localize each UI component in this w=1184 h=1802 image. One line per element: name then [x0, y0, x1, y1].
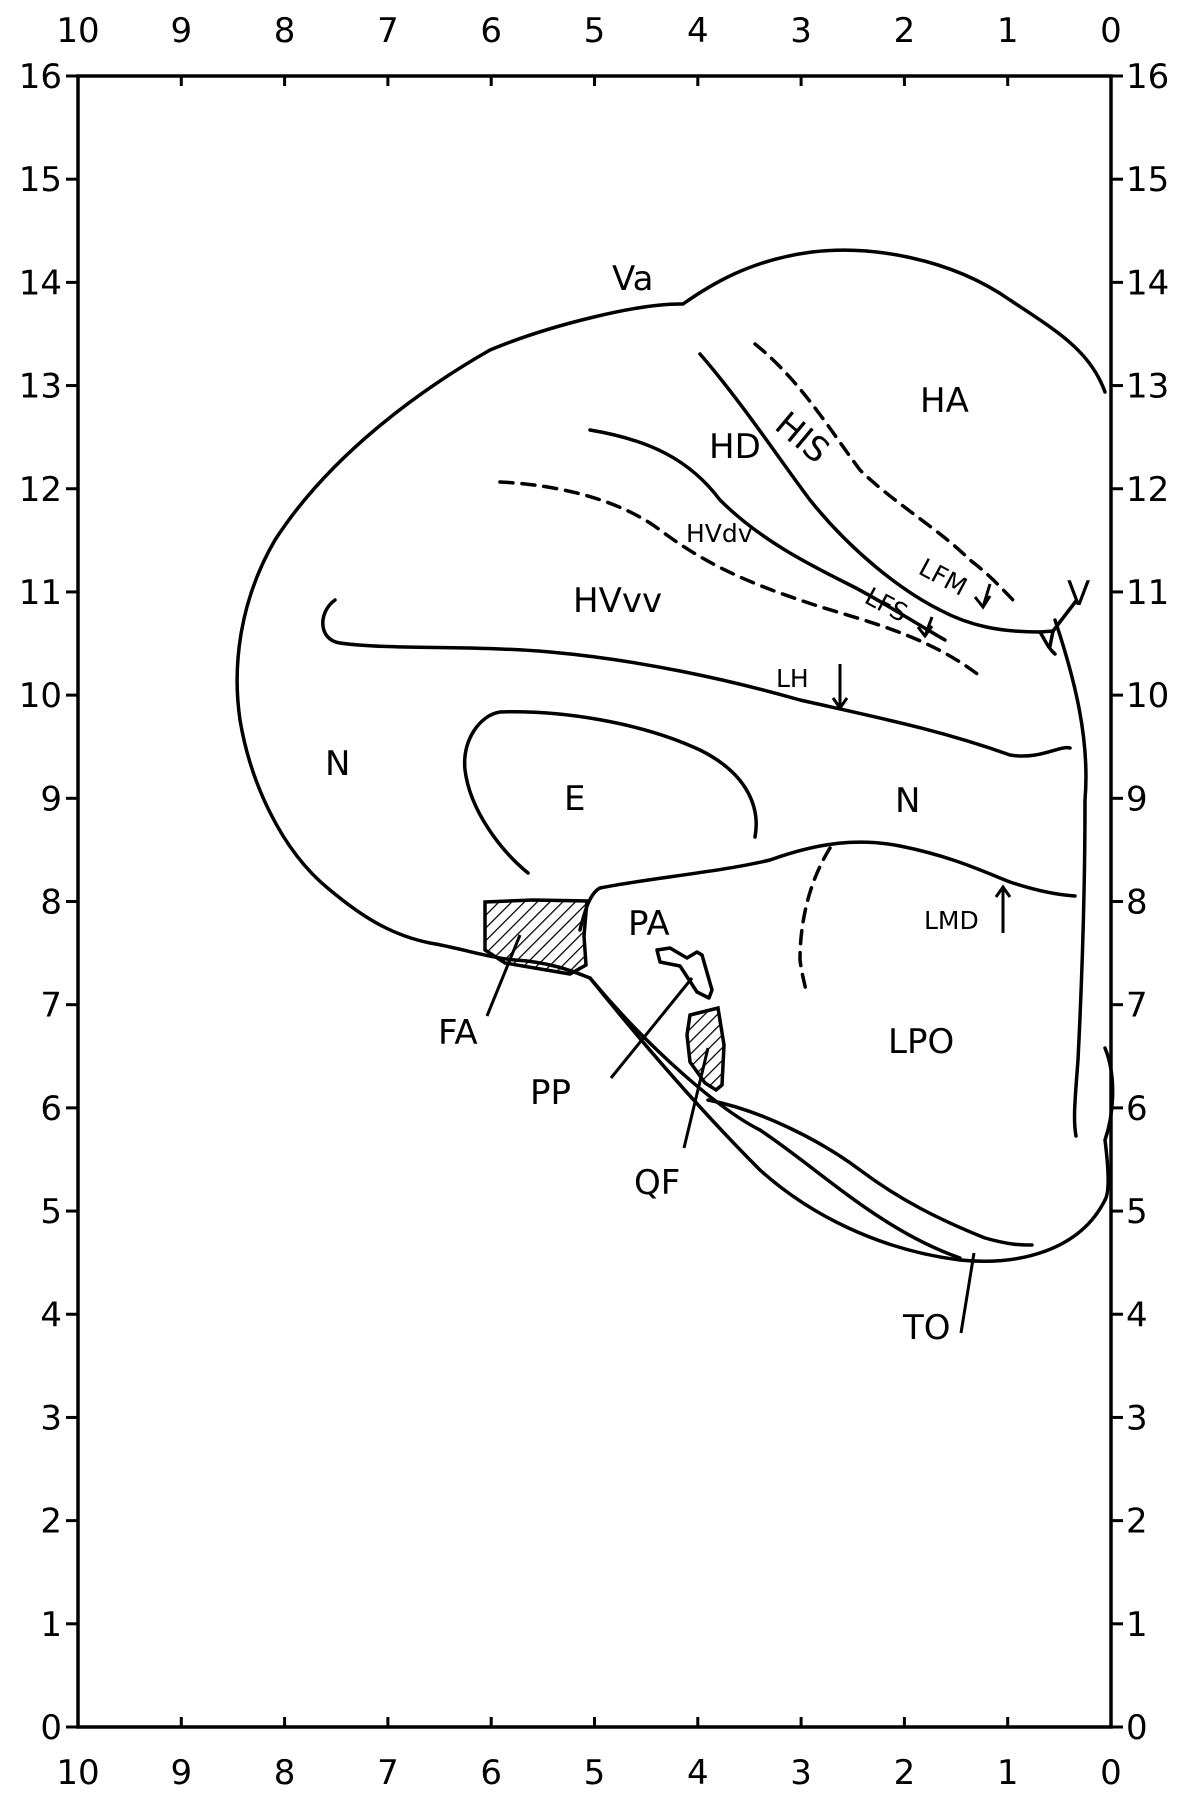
right-tick-label: 5	[1126, 1192, 1148, 1232]
left-tick-label: 2	[40, 1502, 62, 1542]
right-tick-label: 16	[1126, 57, 1169, 97]
dashed-his-boundary	[755, 344, 1013, 600]
left-tick-label: 13	[19, 367, 62, 407]
ectostriatum-boundary	[465, 712, 756, 873]
top-tick-label: 3	[790, 11, 812, 51]
label-va: Va	[612, 259, 653, 299]
bottom-tick-label: 9	[170, 1753, 192, 1793]
label-qf: QF	[634, 1163, 680, 1203]
brain-right-edge	[1055, 620, 1086, 1136]
right-tick-label: 11	[1126, 573, 1169, 613]
bottom-tick-label: 7	[377, 1753, 399, 1793]
label-n-left: N	[325, 744, 350, 784]
plot-frame	[78, 76, 1111, 1727]
bottom-tick-label: 8	[274, 1753, 296, 1793]
label-fa: FA	[438, 1013, 478, 1053]
top-tick-label: 10	[56, 11, 99, 51]
left-tick-label: 4	[40, 1295, 62, 1335]
left-tick-label: 14	[19, 263, 62, 303]
right-tick-label: 15	[1126, 160, 1169, 200]
top-tick-label: 4	[687, 11, 709, 51]
left-tick-label: 3	[40, 1398, 62, 1438]
label-hvdv: HVdv	[686, 519, 753, 548]
right-tick-label: 3	[1126, 1398, 1148, 1438]
right-tick-label: 13	[1126, 367, 1169, 407]
label-his: HIS	[767, 404, 837, 471]
bottom-tick-label: 2	[894, 1753, 916, 1793]
top-tick-label: 5	[584, 11, 606, 51]
label-v: V	[1067, 574, 1090, 614]
label-lfm: LFM	[914, 553, 972, 602]
bottom-tick-label: 4	[687, 1753, 709, 1793]
bottom-tick-label: 6	[480, 1753, 502, 1793]
left-tick-label: 1	[40, 1605, 62, 1645]
left-tick-label: 7	[40, 986, 62, 1026]
right-tick-label: 14	[1126, 263, 1169, 303]
bottom-tick-label: 1	[997, 1753, 1019, 1793]
brain-outline	[237, 250, 1105, 1261]
label-n-right: N	[895, 781, 920, 821]
lfm-arrow-head	[975, 596, 990, 607]
bottom-tick-label: 0	[1100, 1753, 1122, 1793]
top-tick-label: 1	[997, 11, 1019, 51]
top-tick-label: 8	[274, 11, 296, 51]
right-tick-label: 7	[1126, 986, 1148, 1026]
right-tick-label: 9	[1126, 779, 1148, 819]
lamina-lh	[323, 600, 1070, 756]
dashed-lpo-boundary	[800, 848, 830, 995]
label-pp: PP	[530, 1073, 571, 1113]
qf-hatched-region	[687, 1008, 724, 1090]
bottom-tick-label: 10	[56, 1753, 99, 1793]
bottom-tick-label: 3	[790, 1753, 812, 1793]
label-lh: LH	[776, 664, 809, 693]
left-tick-label: 16	[19, 57, 62, 97]
right-tick-label: 8	[1126, 883, 1148, 923]
top-tick-label: 2	[894, 11, 916, 51]
label-lpo: LPO	[888, 1022, 954, 1062]
right-tick-label: 12	[1126, 470, 1169, 510]
axis-ticks	[66, 76, 1123, 1727]
left-tick-label: 6	[40, 1089, 62, 1129]
top-tick-label: 6	[480, 11, 502, 51]
fa-hatched-region	[485, 900, 587, 974]
left-tick-label: 15	[19, 160, 62, 200]
label-lmd: LMD	[924, 906, 979, 935]
right-tick-label: 1	[1126, 1605, 1148, 1645]
top-tick-label: 9	[170, 11, 192, 51]
right-tick-label: 6	[1126, 1089, 1148, 1129]
right-tick-label: 0	[1126, 1708, 1148, 1748]
bottom-tick-label: 5	[584, 1753, 606, 1793]
to-leader	[961, 1253, 974, 1333]
left-tick-label: 9	[40, 779, 62, 819]
left-tick-label: 11	[19, 573, 62, 613]
left-tick-label: 5	[40, 1192, 62, 1232]
pp-leader	[611, 978, 692, 1078]
label-to: TO	[902, 1308, 951, 1348]
label-e: E	[564, 779, 585, 819]
top-tick-label: 0	[1100, 11, 1122, 51]
right-tick-label: 10	[1126, 676, 1169, 716]
left-tick-label: 0	[40, 1708, 62, 1748]
top-tick-label: 7	[377, 11, 399, 51]
tractus-to-outer	[590, 978, 960, 1258]
pp-outline	[657, 948, 712, 998]
tractus-to-inner	[708, 1100, 1032, 1245]
right-tick-label: 2	[1126, 1502, 1148, 1542]
label-pa: PA	[628, 904, 670, 944]
label-hvvv: HVvv	[573, 581, 662, 621]
label-hd: HD	[709, 427, 761, 467]
left-tick-label: 10	[19, 676, 62, 716]
left-tick-label: 12	[19, 470, 62, 510]
right-tick-label: 4	[1126, 1295, 1148, 1335]
label-ha: HA	[920, 381, 969, 421]
left-tick-label: 8	[40, 883, 62, 923]
